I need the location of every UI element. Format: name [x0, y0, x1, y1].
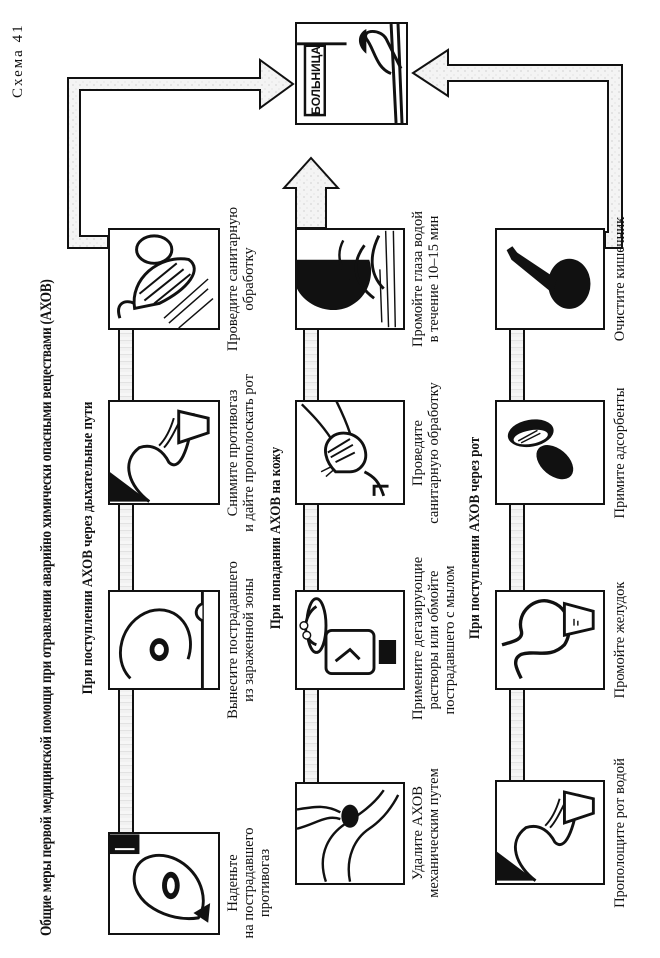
hospital-icon: БОЛЬНИЦА — [297, 24, 404, 123]
hospital-box: БОЛЬНИЦА — [295, 22, 408, 125]
step-box-put-on-gas-mask — [108, 832, 220, 935]
hospital-sign-text: БОЛЬНИЦА — [309, 46, 323, 115]
wash-hands-icon — [300, 402, 389, 497]
caption-skin-4: Промойте глаза водой в течение 10–15 мин — [410, 211, 442, 347]
caption-oral-1: Прополощите рот водой — [612, 758, 628, 908]
caption-respiratory-3: Снимите противогаз и дайте прополоскать … — [225, 374, 257, 532]
step-box-clean-bowel — [495, 228, 605, 330]
stomach-glass-icon — [501, 599, 595, 680]
caption-oral-2: Промойте желудок — [612, 581, 628, 699]
step-box-adsorbents — [495, 400, 605, 505]
caption-skin-2: Примените дегазирующие растворы или обмо… — [410, 556, 458, 720]
step-box-remove-mechanically — [295, 782, 405, 885]
wipe-skin-icon — [297, 789, 400, 883]
rinse-mouth-icon — [110, 409, 210, 503]
bottle-soap-icon — [299, 597, 397, 676]
step-box-wash-stomach — [495, 590, 605, 690]
step-box-degassing-solution — [295, 590, 405, 690]
caption-skin-1: Удалите АХОВ механическим путем — [410, 768, 442, 898]
caption-oral-4: Очистите кишечник — [612, 216, 628, 342]
step-box-sanitary-treatment — [295, 400, 405, 505]
arrow-skin-to-hospital — [281, 156, 341, 229]
caption-respiratory-2: Вынесите пострадавшего из зараженной зон… — [225, 561, 257, 719]
step-box-rinse-mouth-water — [495, 780, 605, 885]
adsorbent-tablets-icon — [507, 419, 574, 480]
caption-skin-3: Проведите санитарную обработку — [410, 382, 442, 524]
rinse-mouth-water-icon — [497, 790, 595, 882]
caption-respiratory-1: Наденьте на пострадавшего противогаз — [225, 827, 273, 939]
wash-eyes-icon — [297, 230, 397, 328]
gas-mask-icon — [110, 834, 211, 923]
arrow-oral-to-hospital — [411, 48, 623, 249]
caption-oral-3: Примите адсорбенты — [612, 387, 628, 519]
step-box-wash-eyes — [295, 228, 405, 330]
carry-victim-icon — [119, 592, 204, 688]
step-box-carry-victim — [108, 590, 220, 690]
enema-bulb-icon — [506, 246, 591, 309]
arrow-respiratory-to-hospital — [67, 58, 295, 249]
shower-icon — [117, 234, 214, 328]
step-box-sanitary-shower — [108, 228, 220, 330]
step-box-remove-mask-rinse — [108, 400, 220, 505]
caption-respiratory-4: Проведите санитарную обработку — [225, 206, 257, 352]
